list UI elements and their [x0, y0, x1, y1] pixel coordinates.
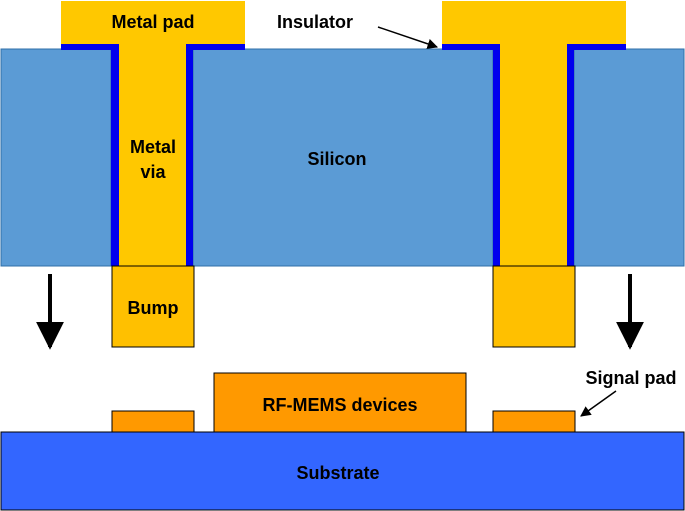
- signal-pad-label: Signal pad: [585, 368, 676, 388]
- insulator-wall-left-a: [111, 44, 119, 266]
- silicon-block-right: [573, 48, 685, 267]
- insulator-label: Insulator: [277, 12, 353, 32]
- rf-mems-label: RF-MEMS devices: [262, 395, 417, 415]
- signal-pad-right: [492, 410, 576, 433]
- bump-left: [111, 265, 195, 348]
- signal-pad-left: [111, 410, 195, 433]
- insulator-wall-left-b: [186, 44, 193, 266]
- insulator-wall-right-b: [567, 44, 574, 266]
- insulator-top-left-b: [186, 44, 245, 50]
- metal-via-left: [119, 44, 186, 266]
- metal-via-label-line1: Metal: [130, 137, 176, 157]
- metal-pad-right: [442, 1, 626, 44]
- bump-right: [492, 265, 576, 348]
- insulator-top-left-a: [61, 44, 119, 50]
- insulator-wall-right-a: [493, 44, 500, 266]
- metal-pad-label: Metal pad: [111, 12, 194, 32]
- insulator-top-right-a: [442, 44, 500, 50]
- insulator-pointer-arrow: [377, 26, 438, 49]
- substrate: [0, 431, 685, 511]
- metal-via-right: [500, 44, 567, 266]
- metal-pad-left: [61, 1, 245, 44]
- silicon-block-left: [0, 48, 112, 267]
- rf-mems-device: [213, 372, 467, 433]
- bump-label: Bump: [128, 298, 179, 318]
- signal-pad-pointer-arrow: [580, 390, 617, 417]
- silicon-block-center: [192, 48, 494, 267]
- silicon-label: Silicon: [307, 149, 366, 169]
- metal-via-label-line2: via: [140, 162, 166, 182]
- insulator-top-right-b: [567, 44, 626, 50]
- substrate-label: Substrate: [296, 463, 379, 483]
